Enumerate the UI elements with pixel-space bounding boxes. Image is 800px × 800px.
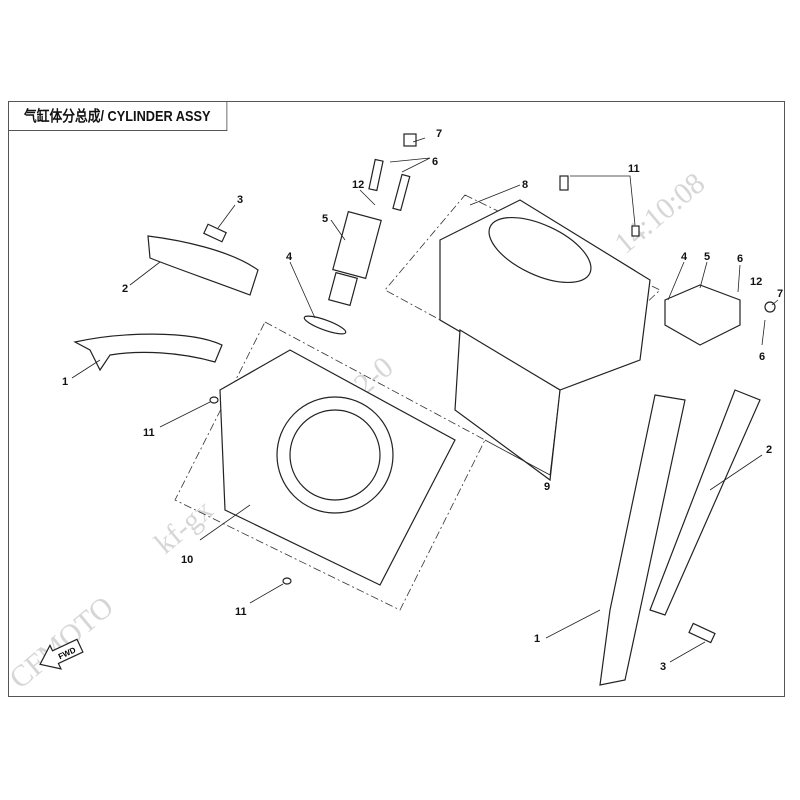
callout-3: 3 — [237, 194, 243, 206]
diagram-title: 气缸体分总成/ CYLINDER ASSY — [8, 101, 228, 131]
callout-4-right: 4 — [681, 251, 688, 263]
bolt-part — [392, 173, 411, 212]
tensioner-flange-part — [664, 284, 741, 346]
guide-pin-part — [203, 223, 227, 243]
callout-4: 4 — [286, 251, 293, 263]
callout-7-right: 7 — [777, 288, 783, 300]
guide-right-1-part — [599, 394, 686, 686]
callout-5: 5 — [322, 213, 328, 225]
gasket-part — [303, 315, 347, 335]
title-text: 气缸体分总成/ CYLINDER ASSY — [23, 108, 211, 125]
chain-tensioner-part — [332, 210, 382, 280]
tensioner-guide-part — [73, 333, 223, 372]
bolt-part — [368, 158, 384, 192]
fwd-arrow-icon: FWD — [39, 638, 84, 670]
cylinder-block-part — [439, 199, 651, 391]
callout-2: 2 — [122, 283, 128, 295]
callout-6: 6 — [432, 156, 438, 168]
callout-1: 1 — [62, 376, 68, 388]
callout-9: 9 — [544, 481, 550, 493]
watermark-user: kf-gx — [148, 493, 219, 560]
callout-11b: 11 — [143, 427, 155, 439]
dowel-pin-part — [209, 396, 219, 404]
callout-2-right: 2 — [766, 444, 772, 456]
callout-6-right-b: 6 — [759, 351, 765, 363]
group-box-lower — [174, 321, 486, 611]
chain-guide-part — [147, 235, 259, 296]
guide-pin-right-part — [688, 622, 716, 644]
callout-12: 12 — [352, 179, 364, 191]
callout-11c: 11 — [235, 606, 247, 618]
watermark-brand: CFMOTO — [3, 590, 120, 695]
bolt-part — [403, 133, 417, 147]
dowel-pin-part — [282, 577, 292, 585]
dowel-pin-part — [559, 175, 569, 191]
callout-1-right: 1 — [534, 633, 540, 645]
callout-7: 7 — [436, 128, 442, 140]
callout-8: 8 — [522, 179, 528, 191]
callout-6-right: 6 — [737, 253, 743, 265]
callout-3-right: 3 — [660, 661, 666, 673]
leader-lines — [71, 137, 779, 663]
guide-right-2-part — [649, 389, 761, 616]
bore-inner-part — [289, 409, 381, 501]
cylinder-top-part — [488, 216, 592, 284]
callout-10: 10 — [181, 554, 193, 566]
cylinder-sleeve-part — [454, 328, 561, 482]
callout-11: 11 — [628, 163, 640, 175]
dowel-pin-part — [631, 225, 640, 237]
watermark-time: 14:10:08 — [608, 167, 711, 261]
diagram-frame — [8, 101, 785, 697]
tensioner-body-part — [328, 271, 358, 307]
callout-5-right: 5 — [704, 251, 710, 263]
callout-labels: 1 2 3 4 5 6 7 8 9 10 11 11 11 12 1 2 3 4… — [62, 128, 783, 673]
callout-12-right: 12 — [750, 276, 762, 288]
